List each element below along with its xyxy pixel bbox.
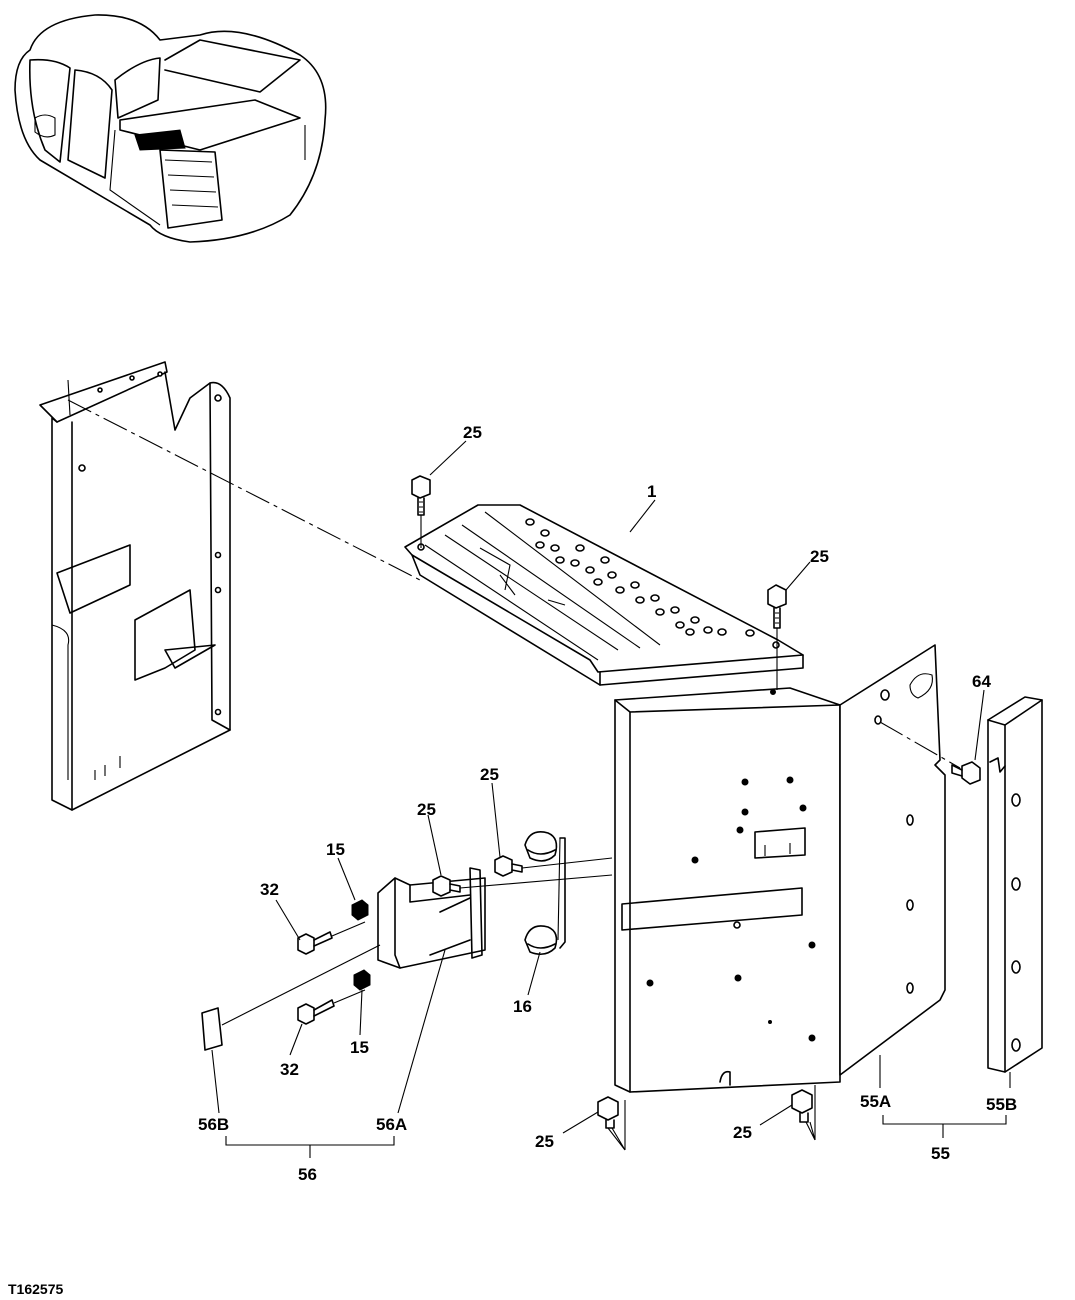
bolt-25-tray-left bbox=[411, 475, 431, 516]
group-bracket-55 bbox=[882, 1115, 1007, 1138]
callout-56a: 56A bbox=[376, 1115, 407, 1134]
tray-holes bbox=[525, 518, 755, 637]
leader-lines bbox=[211, 440, 1011, 1134]
callout-56: 56 bbox=[298, 1165, 317, 1184]
figure-id: T162575 bbox=[8, 1281, 63, 1297]
bracket-part-56a bbox=[377, 867, 486, 969]
alignment-line-left bbox=[67, 399, 421, 581]
callout-25-bottom-right: 25 bbox=[733, 1123, 752, 1142]
callout-55a: 55A bbox=[860, 1092, 891, 1111]
callout-labels: 1 25 25 64 25 25 15 32 16 15 32 56B 56A … bbox=[198, 423, 1017, 1184]
callout-25-tray-right: 25 bbox=[810, 547, 829, 566]
callout-32-upper: 32 bbox=[260, 880, 279, 899]
nut-15-lower bbox=[353, 969, 371, 991]
callout-15-lower: 15 bbox=[350, 1038, 369, 1057]
callout-25-clamp: 25 bbox=[480, 765, 499, 784]
callout-25-tray-left: 25 bbox=[463, 423, 482, 442]
fastener-alignment-lines bbox=[221, 515, 816, 1151]
callout-15-upper: 15 bbox=[326, 840, 345, 859]
callout-55b: 55B bbox=[986, 1095, 1017, 1114]
main-panel-part-55a bbox=[614, 644, 946, 1093]
callout-16: 16 bbox=[513, 997, 532, 1016]
bolt-25-bottom-left bbox=[597, 1096, 619, 1129]
pad-part-56b bbox=[201, 1007, 223, 1051]
nut-15-upper bbox=[351, 899, 369, 921]
callout-1: 1 bbox=[647, 482, 656, 501]
excavator-cab-thumbnail bbox=[14, 14, 327, 243]
bolt-25-bottom-right bbox=[791, 1089, 813, 1123]
panel-holes bbox=[646, 689, 816, 1042]
group-bracket-56 bbox=[225, 1136, 395, 1158]
bolt-32-lower bbox=[297, 999, 335, 1025]
clamp-part-16 bbox=[524, 831, 566, 956]
callout-56b: 56B bbox=[198, 1115, 229, 1134]
callout-25-bottom-left: 25 bbox=[535, 1132, 554, 1151]
left-side-panel bbox=[39, 361, 231, 811]
bolt-25-tray-right bbox=[767, 584, 787, 629]
callout-64: 64 bbox=[972, 672, 991, 691]
bolt-64 bbox=[951, 761, 981, 785]
bolt-25-clamp bbox=[494, 855, 523, 877]
callout-55: 55 bbox=[931, 1144, 950, 1163]
callout-25-bracket: 25 bbox=[417, 800, 436, 819]
alignment-line-64 bbox=[879, 721, 961, 769]
callout-32-lower: 32 bbox=[280, 1060, 299, 1079]
bolt-25-bracket bbox=[432, 875, 461, 897]
perforated-tray-part-1 bbox=[404, 504, 804, 686]
side-cover-part-55b bbox=[987, 696, 1043, 1073]
alignment-line-left-vertical bbox=[67, 379, 71, 416]
bolt-32-upper bbox=[297, 931, 333, 955]
